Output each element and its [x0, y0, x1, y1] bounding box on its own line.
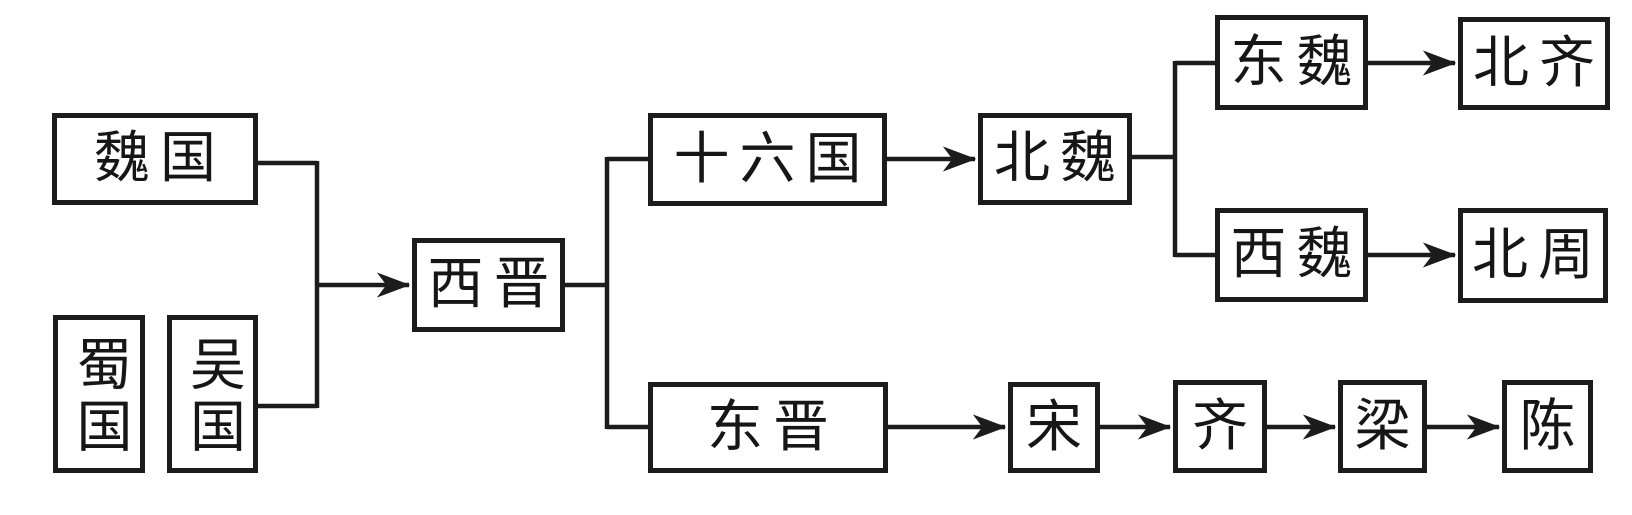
node-xi-wei: 西魏: [1215, 208, 1368, 302]
node-dong-jin: 东晋: [648, 382, 888, 473]
node-chen: 陈: [1502, 380, 1593, 473]
node-wei-guo: 魏国: [52, 113, 258, 205]
node-shiliu-guo: 十六国: [648, 113, 887, 206]
node-xi-jin: 西晋: [412, 238, 565, 332]
node-qi: 齐: [1173, 380, 1267, 473]
node-wu-guo: 吴国: [167, 315, 258, 473]
node-song: 宋: [1008, 382, 1100, 473]
node-liang: 梁: [1338, 380, 1427, 473]
node-bei-qi: 北齐: [1458, 17, 1610, 110]
node-bei-zhou: 北周: [1458, 208, 1608, 303]
node-dong-wei: 东魏: [1215, 15, 1368, 110]
node-shu-guo: 蜀国: [53, 315, 145, 473]
node-bei-wei: 北魏: [978, 113, 1132, 205]
